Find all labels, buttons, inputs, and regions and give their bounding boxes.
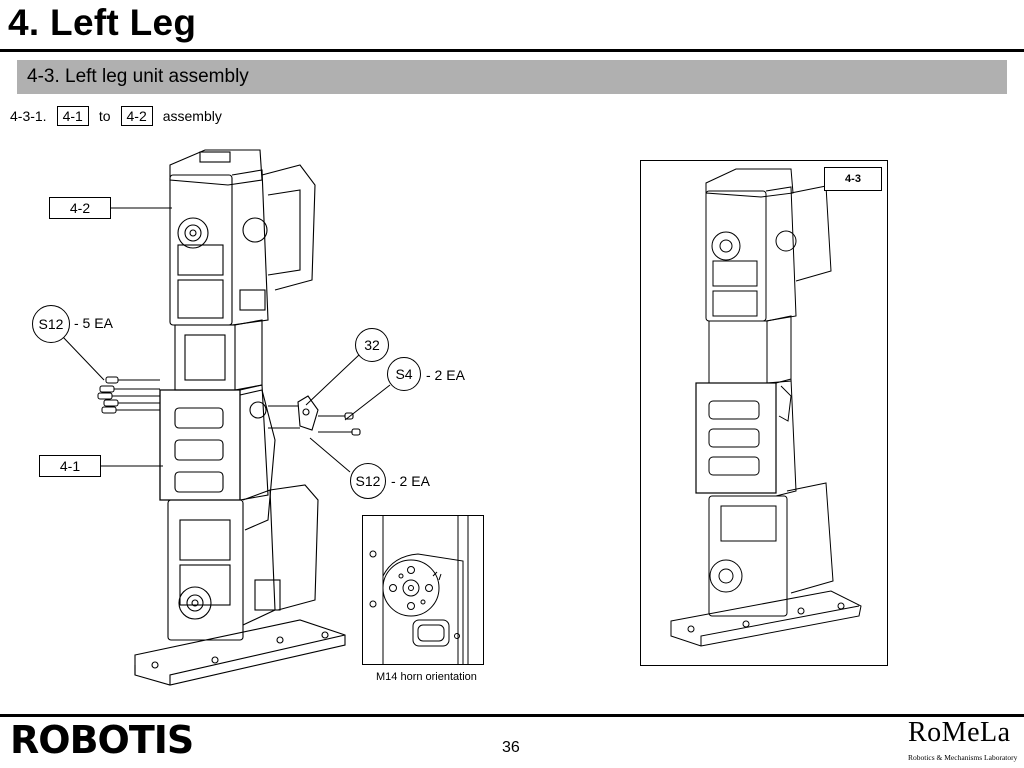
romela-logo-subtitle: Robotics & Mechanisms Laboratory xyxy=(908,753,1018,762)
romela-logo-text: RoMeLa xyxy=(908,717,1011,748)
robotis-logo: ROBOTIS xyxy=(10,718,194,762)
step-connector: to xyxy=(98,108,111,124)
callout-s12-bottom-qty: - 2 EA xyxy=(391,473,430,489)
result-frame xyxy=(640,160,888,666)
callout-s12-top: S12 xyxy=(32,305,70,343)
step-action: assembly xyxy=(162,108,222,124)
callout-s12-top-qty: - 5 EA xyxy=(74,315,113,331)
page-title: 4. Left Leg xyxy=(8,2,197,43)
step-number: 4-3-1. xyxy=(10,108,47,124)
romela-logo: RoMeLa Robotics & Mechanisms Laboratory xyxy=(906,717,1018,765)
leader-lines xyxy=(61,207,391,473)
step-instruction: 4-3-1. 4-1 to 4-2 assembly xyxy=(10,106,222,126)
footer-divider xyxy=(0,714,1024,717)
horn-detail-drawing xyxy=(369,516,469,664)
result-drawing xyxy=(670,168,862,647)
result-label-4-3: 4-3 xyxy=(824,167,882,191)
page-number: 36 xyxy=(502,739,520,756)
callout-part-4-1: 4-1 xyxy=(39,455,101,477)
step-from-ref: 4-1 xyxy=(56,106,89,126)
horn-orientation-inset xyxy=(362,515,484,665)
callout-s4: S4 xyxy=(387,357,421,391)
header-divider xyxy=(0,49,1024,52)
section-header-bar xyxy=(17,60,1007,94)
callout-s12-bottom: S12 xyxy=(350,463,386,499)
assembly-drawing xyxy=(97,149,361,686)
step-to-ref: 4-2 xyxy=(120,106,153,126)
callout-part-32: 32 xyxy=(355,328,389,362)
section-title: 4-3. Left leg unit assembly xyxy=(27,66,249,87)
callout-part-4-2: 4-2 xyxy=(49,197,111,219)
callout-s4-qty: - 2 EA xyxy=(426,367,465,383)
inset-caption: M14 horn orientation xyxy=(376,671,477,683)
